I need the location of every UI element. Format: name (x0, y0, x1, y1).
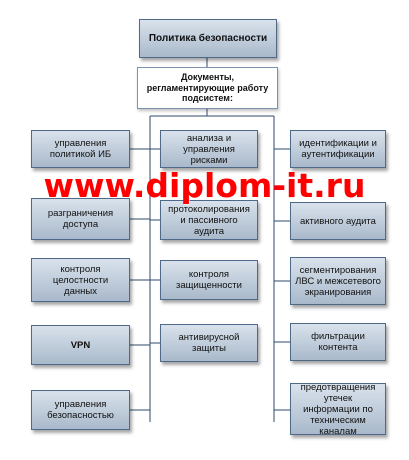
documents-box: Документы, регламентирующие работу подси… (137, 67, 278, 109)
documents-label: Документы, регламентирующие работу подси… (146, 72, 269, 104)
subsystem-box: анализа и управления рисками (160, 130, 258, 168)
subsystem-label: контроля защищенности (176, 269, 242, 291)
subsystem-label: антивирусной защиты (178, 332, 240, 354)
subsystem-box: VPN (31, 325, 130, 365)
subsystem-label: сегментирования ЛВС и межсетевого экрани… (295, 264, 381, 298)
subsystem-label: предотвращения утечек информации по техн… (300, 381, 376, 437)
policy-title-box: Политика безопасности (139, 19, 277, 58)
subsystem-label: анализа и управления рисками (183, 132, 235, 166)
subsystem-label: управления политикой ИБ (49, 138, 112, 160)
subsystem-label: протоколирования и пассивного аудита (168, 203, 250, 237)
subsystem-box: идентификации и аутентификации (290, 130, 386, 168)
subsystem-box: предотвращения утечек информации по техн… (290, 381, 386, 437)
subsystem-box: активного аудита (290, 202, 386, 240)
subsystem-label: фильтрации контента (311, 331, 365, 353)
subsystem-box: протоколирования и пассивного аудита (160, 200, 258, 240)
subsystem-box: контроля защищенности (160, 260, 258, 300)
policy-title: Политика безопасности (148, 33, 268, 44)
subsystem-box: антивирусной защиты (160, 324, 258, 362)
subsystem-box: разграничения доступа (31, 198, 130, 240)
subsystem-box: сегментирования ЛВС и межсетевого экрани… (290, 257, 386, 305)
subsystem-label: разграничения доступа (47, 208, 114, 230)
subsystem-box: управления безопасностью (31, 390, 130, 430)
subsystem-label: активного аудита (300, 215, 376, 227)
subsystem-box: управления политикой ИБ (31, 130, 130, 168)
subsystem-box: контроля целостности данных (31, 258, 130, 302)
subsystem-label: управления безопасностью (47, 399, 114, 421)
subsystem-box: фильтрации контента (290, 323, 386, 361)
subsystem-label: VPN (70, 339, 91, 351)
watermark-text: www.diplom-it.ru (43, 166, 366, 205)
subsystem-label: контроля целостности данных (52, 263, 109, 297)
subsystem-label: идентификации и аутентификации (299, 138, 377, 160)
